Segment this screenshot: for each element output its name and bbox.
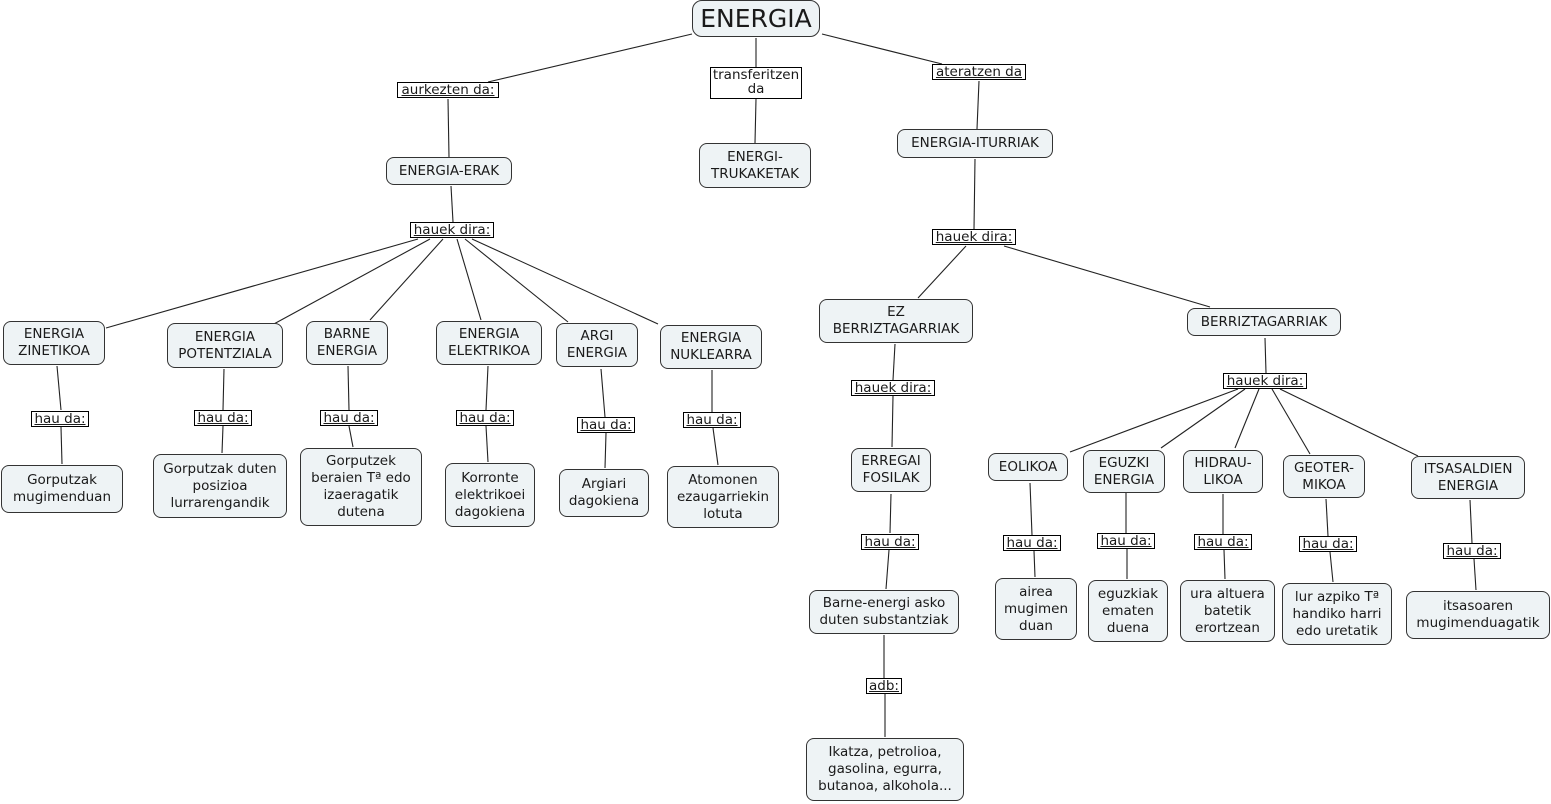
connector-line [1003, 245, 1211, 308]
node-itsasaldien-energia[interactable]: ITSASALDIEN ENERGIA [1411, 456, 1525, 499]
node-elektrikoa-definition[interactable]: Korronte elektrikoei dagokiena [445, 463, 535, 527]
connector-line [1234, 388, 1260, 449]
connector-line [471, 238, 659, 325]
connector-line [464, 238, 569, 323]
link-hau-da: hau da: [1194, 534, 1252, 550]
node-potentziala-definition[interactable]: Gorputzak duten posizioa lurrarengandik [153, 454, 287, 518]
connector-line [456, 238, 482, 321]
connector-line [369, 238, 444, 321]
link-hau-da: hau da: [1003, 535, 1061, 551]
connector-line [221, 425, 224, 454]
node-barne-definition[interactable]: Gorputzek beraien Tª edo izaeragatik dut… [300, 448, 422, 526]
connector-line [1329, 551, 1334, 583]
node-hidraulikoa-definition[interactable]: ura altuera batetik erortzean [1180, 580, 1275, 642]
root-node-energia[interactable]: ENERGIA [692, 0, 820, 37]
connector-line [754, 98, 757, 144]
connector-line [347, 365, 350, 411]
connector-line [1264, 337, 1267, 374]
node-erregai-fosilak[interactable]: ERREGAI FOSILAK [851, 448, 931, 492]
node-geotermikoa[interactable]: GEOTER- MIKOA [1283, 455, 1365, 498]
node-energia-elektrikoa[interactable]: ENERGIA ELEKTRIKOA [436, 321, 542, 365]
link-hau-da: hau da: [861, 534, 919, 550]
node-energia-nuklearra[interactable]: ENERGIA NUKLEARRA [660, 325, 762, 369]
node-fosilak-examples[interactable]: Ikatza, petrolioa, gasolina, egurra, but… [806, 738, 964, 801]
node-barne-energia[interactable]: BARNE ENERGIA [306, 321, 388, 365]
node-argi-energia[interactable]: ARGI ENERGIA [556, 323, 638, 367]
link-hauek-dira-ez-berriztagarriak: hauek dira: [851, 380, 935, 396]
connector-line [1029, 482, 1033, 536]
node-argi-definition[interactable]: Argiari dagokiena [559, 469, 649, 517]
connector-line [892, 343, 896, 381]
connector-line [56, 365, 62, 411]
connector-line [1473, 558, 1477, 591]
connector-line [712, 427, 719, 466]
link-hauek-dira-erak: hauek dira: [410, 222, 494, 238]
connector-line [1033, 550, 1036, 578]
connector-line [976, 80, 980, 130]
connector-line [1469, 499, 1473, 544]
node-eguzki-energia[interactable]: EGUZKI ENERGIA [1083, 450, 1165, 493]
link-hauek-dira-berriztagarriak: hauek dira: [1223, 373, 1307, 389]
node-energia-potentziala[interactable]: ENERGIA POTENTZIALA [167, 323, 283, 368]
connector-line [222, 368, 225, 411]
connector-line [600, 368, 606, 418]
node-eguzki-definition[interactable]: eguzkiak ematen duena [1088, 580, 1168, 642]
link-aurkezten-da: aurkezten da: [397, 82, 499, 98]
connector-line [1160, 388, 1246, 449]
connector-line [1069, 388, 1239, 453]
link-adb: adb: [866, 678, 902, 694]
connector-line [1223, 549, 1226, 580]
node-zinetikoa-definition[interactable]: Gorputzak mugimenduan [1, 465, 123, 513]
connector-line [487, 33, 693, 83]
link-hau-da: hau da: [1299, 536, 1357, 552]
connector-line [447, 98, 450, 158]
link-ateratzen-da: ateratzen da [932, 64, 1026, 80]
connector-line [105, 238, 419, 329]
connector-line [485, 365, 489, 411]
connector-line [604, 432, 607, 469]
connector-line [450, 185, 454, 223]
link-hau-da: hau da: [194, 410, 252, 426]
connector-line [889, 493, 892, 534]
node-eolikoa-definition[interactable]: airea mugimen duan [995, 578, 1077, 640]
connector-line [821, 33, 943, 65]
node-itsasaldien-definition[interactable]: itsasoaren mugimenduagatik [1406, 591, 1550, 639]
node-berriztagarriak[interactable]: BERRIZTAGARRIAK [1187, 308, 1341, 336]
node-eolikoa[interactable]: EOLIKOA [988, 453, 1068, 481]
connector-line [1279, 388, 1419, 457]
node-ez-berriztagarriak[interactable]: EZ BERRIZTAGARRIAK [819, 299, 973, 343]
connector-line [1325, 498, 1329, 537]
connector-line [60, 426, 63, 465]
node-geotermikoa-definition[interactable]: lur azpiko Tª handiko harri edo uretatik [1282, 583, 1392, 645]
link-hau-da: hau da: [320, 410, 378, 426]
node-energia-erak[interactable]: ENERGIA-ERAK [386, 157, 512, 185]
connector-line [271, 238, 431, 326]
node-energi-trukaketak[interactable]: ENERGI- TRUKAKETAK [699, 143, 811, 188]
link-hau-da: hau da: [456, 410, 514, 426]
link-hau-da: hau da: [683, 412, 741, 428]
link-hau-da: hau da: [1097, 533, 1155, 549]
connector-line [1271, 388, 1311, 455]
node-energia-zinetikoa[interactable]: ENERGIA ZINETIKOA [3, 321, 105, 365]
link-transferitzen-da: transferitzen da [710, 67, 802, 99]
connector-line [485, 425, 489, 463]
node-energia-iturriak[interactable]: ENERGIA-ITURRIAK [897, 129, 1053, 158]
link-hau-da: hau da: [577, 417, 635, 433]
link-hauek-dira-iturriak: hauek dira: [932, 229, 1016, 245]
link-hau-da: hau da: [31, 411, 89, 427]
connector-line [885, 549, 890, 590]
node-nuklearra-definition[interactable]: Atomonen ezaugarriekin lotuta [667, 466, 779, 528]
node-fosilak-definition[interactable]: Barne-energi asko duten substantziak [809, 590, 959, 634]
connector-line [348, 425, 354, 448]
connector-line [973, 158, 976, 230]
link-hau-da: hau da: [1443, 543, 1501, 559]
connector-line [891, 395, 894, 448]
connector-line [917, 245, 967, 299]
node-hidraulikoa[interactable]: HIDRAU- LIKOA [1183, 450, 1263, 493]
